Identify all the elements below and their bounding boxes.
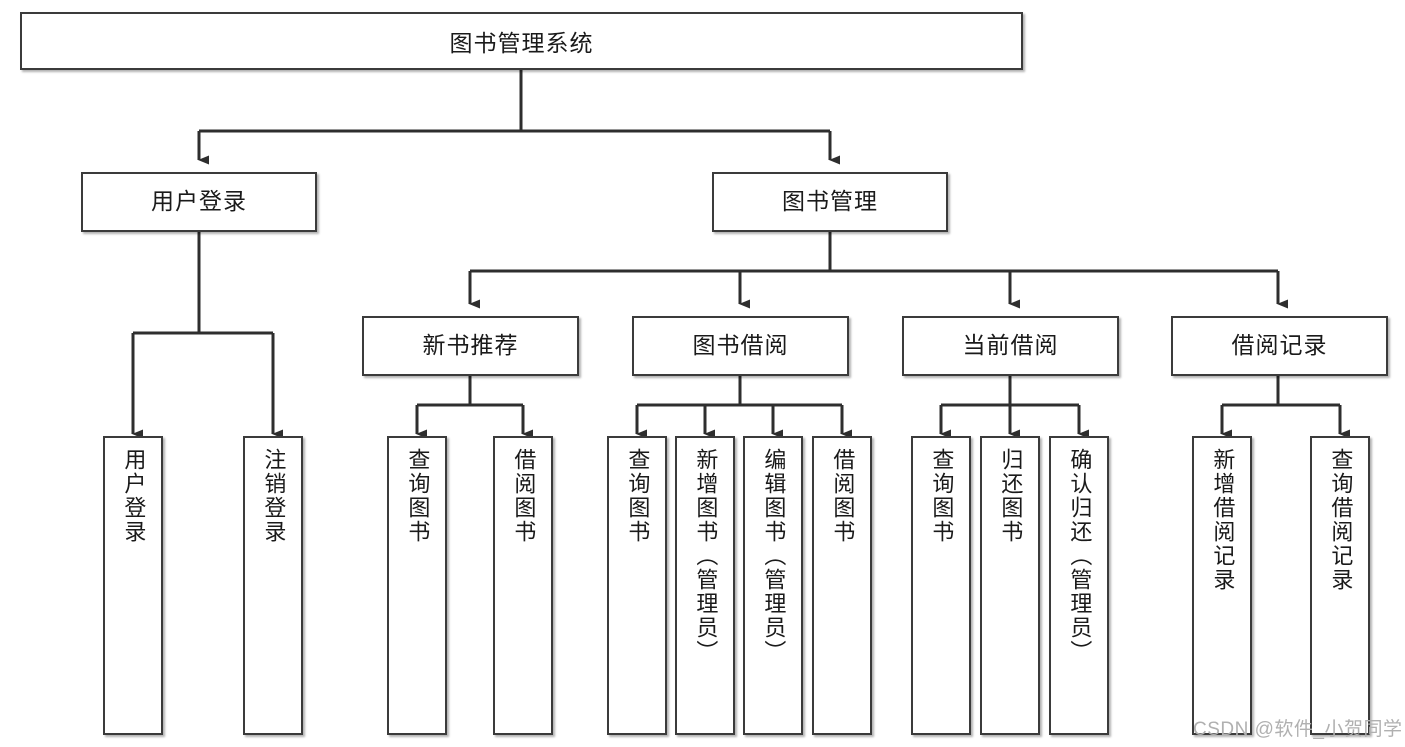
node-label: 新增借阅记录 [1210,448,1236,592]
node-new-book-recommend[interactable]: 新书推荐 [362,316,579,376]
node-leaf-logout[interactable]: 注销登录 [243,436,303,735]
node-label: 图书管理系统 [449,30,594,56]
node-label: 归还图书 [998,448,1024,544]
node-leaf-add-record[interactable]: 新增借阅记录 [1192,436,1252,735]
node-root-book-management-system[interactable]: 图书管理系统 [20,12,1023,70]
node-leaf-confirm-return[interactable]: 确认归还（管理员） [1049,436,1109,735]
node-label: 借阅图书 [511,448,537,544]
node-label: 新书推荐 [422,332,519,359]
node-label: 用户登录 [151,188,247,215]
node-leaf-add-book[interactable]: 新增图书（管理员） [675,436,735,735]
node-label: 图书借阅 [692,332,789,359]
node-label: 注销登录 [261,448,287,544]
node-label: 用户登录 [121,448,147,544]
watermark-csdn: CSDN @软件_小贺同学 [1193,719,1403,740]
node-leaf-return-book[interactable]: 归还图书 [980,436,1040,735]
node-label: 借阅记录 [1231,332,1328,359]
node-leaf-query-book-2[interactable]: 查询图书 [607,436,667,735]
node-leaf-borrow-book-1[interactable]: 借阅图书 [493,436,553,735]
node-leaf-query-book-1[interactable]: 查询图书 [387,436,447,735]
node-label: 确认归还（管理员） [1067,448,1093,664]
node-leaf-user-login[interactable]: 用户登录 [103,436,163,735]
node-label: 图书管理 [782,188,878,215]
node-book-management[interactable]: 图书管理 [712,172,948,232]
node-label: 借阅图书 [830,448,856,544]
node-label: 查询借阅记录 [1328,448,1354,592]
node-label: 查询图书 [625,448,651,544]
node-leaf-query-record[interactable]: 查询借阅记录 [1310,436,1370,735]
node-label: 查询图书 [405,448,431,544]
node-label: 新增图书（管理员） [693,448,719,664]
node-label: 当前借阅 [962,332,1059,359]
node-borrow-record[interactable]: 借阅记录 [1171,316,1388,376]
node-label: 查询图书 [929,448,955,544]
node-label: 编辑图书（管理员） [761,448,787,664]
node-leaf-query-book-3[interactable]: 查询图书 [911,436,971,735]
node-user-login[interactable]: 用户登录 [81,172,317,232]
node-book-borrow[interactable]: 图书借阅 [632,316,849,376]
node-leaf-borrow-book-2[interactable]: 借阅图书 [812,436,872,735]
node-leaf-edit-book[interactable]: 编辑图书（管理员） [743,436,803,735]
node-current-borrow[interactable]: 当前借阅 [902,316,1119,376]
